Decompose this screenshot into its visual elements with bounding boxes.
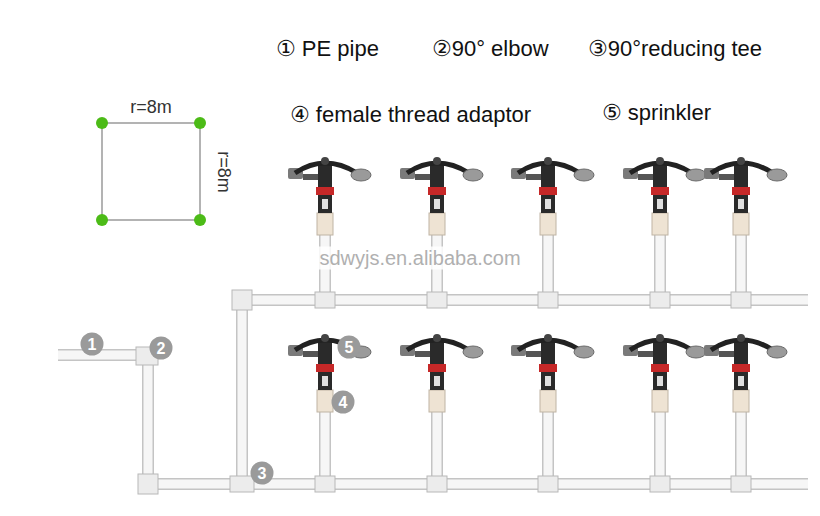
callout-number: 5 <box>338 336 361 359</box>
callout-number: 3 <box>251 462 274 485</box>
legend-item: ④ female thread adaptor <box>290 102 531 127</box>
callout-number: 1 <box>81 333 104 356</box>
pipe-fitting <box>136 290 751 494</box>
callout-number: 2 <box>150 337 173 360</box>
sprinkler-symbol <box>288 157 787 412</box>
legend-item: ⑤ sprinkler <box>602 100 711 125</box>
callout-number: 4 <box>332 391 355 414</box>
legend-item: ① PE pipe <box>276 36 379 61</box>
legend-item: ②90° elbow <box>432 36 549 61</box>
dimension-label: r=8m <box>214 151 235 193</box>
watermark: sdwyjs.en.alibaba.com <box>316 247 523 270</box>
legend-item: ③90°reducing tee <box>588 36 762 61</box>
pe-pipe <box>58 235 808 484</box>
spacing-square <box>96 117 206 226</box>
dimension-label: r=8m <box>130 97 172 118</box>
